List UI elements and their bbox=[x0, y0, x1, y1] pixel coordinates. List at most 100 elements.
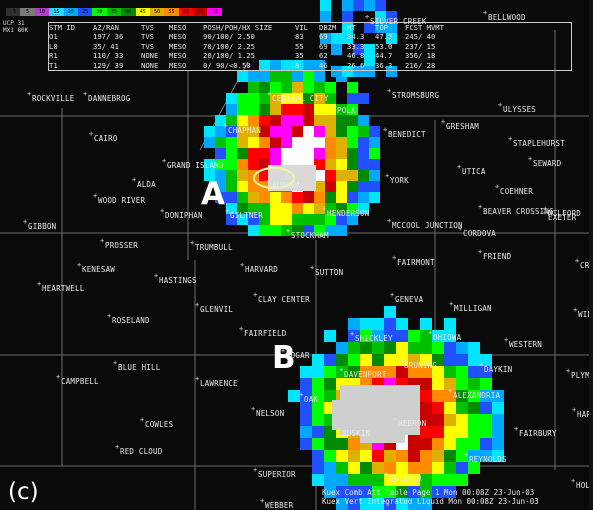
radar-cell bbox=[215, 170, 226, 181]
town-label: RUSKIN bbox=[337, 425, 370, 438]
radar-cell bbox=[281, 192, 292, 203]
radar-cell bbox=[314, 148, 325, 159]
radar-cell bbox=[281, 82, 292, 93]
radar-cell bbox=[408, 450, 420, 462]
radar-cell bbox=[353, 44, 364, 55]
radar-cell bbox=[432, 426, 444, 438]
radar-cell bbox=[259, 60, 270, 71]
town-label: BENEDICT bbox=[383, 126, 426, 139]
town-label: DONIPHAN bbox=[160, 207, 203, 220]
town-label: WEBBER bbox=[260, 497, 293, 510]
radar-cell bbox=[372, 450, 384, 462]
radar-cell bbox=[325, 170, 336, 181]
table-cell: POSH/POH/HX SIZE bbox=[203, 23, 273, 32]
radar-cell bbox=[347, 214, 358, 225]
radar-cell bbox=[270, 115, 281, 126]
radar-cell bbox=[270, 148, 281, 159]
radar-cell bbox=[444, 354, 456, 366]
radar-cell bbox=[303, 126, 314, 137]
radar-cell bbox=[259, 115, 270, 126]
town-label: RED CLOUD bbox=[115, 443, 162, 456]
radar-cell bbox=[432, 414, 444, 426]
radar-cell bbox=[348, 342, 360, 354]
radar-cell bbox=[456, 462, 468, 474]
radar-cell bbox=[331, 66, 342, 77]
radar-cell bbox=[314, 82, 325, 93]
radar-cell bbox=[314, 192, 325, 203]
town-label: SUTTON bbox=[310, 264, 343, 277]
radar-cell bbox=[314, 60, 325, 71]
radar-cell bbox=[281, 115, 292, 126]
radar-cell bbox=[347, 137, 358, 148]
radar-cell bbox=[375, 0, 386, 11]
radar-cell bbox=[259, 104, 270, 115]
radar-cell bbox=[303, 148, 314, 159]
radar-cell bbox=[303, 82, 314, 93]
radar-cell bbox=[204, 137, 215, 148]
radar-cell bbox=[372, 486, 384, 498]
radar-cell bbox=[248, 181, 259, 192]
table-cell: TVS bbox=[141, 41, 154, 51]
table-cell: L0 bbox=[49, 41, 58, 51]
colorbar-swatch: 10 bbox=[34, 8, 50, 16]
radar-cell bbox=[300, 402, 312, 414]
radar-cell bbox=[270, 159, 281, 170]
radar-cell bbox=[408, 486, 420, 498]
radar-cell bbox=[372, 462, 384, 474]
radar-cell bbox=[432, 378, 444, 390]
town-label: SUPERIOR bbox=[253, 466, 296, 479]
radar-cell bbox=[226, 181, 237, 192]
radar-cell bbox=[432, 390, 444, 402]
table-cell: 216/ 28 bbox=[405, 60, 436, 70]
table-cell: NONE bbox=[141, 60, 159, 70]
town-label: COWLES bbox=[140, 416, 173, 429]
radar-cell bbox=[353, 66, 364, 77]
radar-cell bbox=[396, 450, 408, 462]
radar-cell bbox=[420, 450, 432, 462]
radar-cell bbox=[347, 181, 358, 192]
radar-cell bbox=[303, 115, 314, 126]
radar-cell bbox=[336, 450, 348, 462]
radar-cell bbox=[324, 354, 336, 366]
table-cell: 35 bbox=[295, 51, 304, 61]
radar-cell bbox=[314, 71, 325, 82]
radar-cell bbox=[347, 159, 358, 170]
radar-cell bbox=[420, 342, 432, 354]
radar-cell bbox=[420, 462, 432, 474]
radar-cell bbox=[456, 378, 468, 390]
radar-cell bbox=[360, 450, 372, 462]
radar-cell bbox=[444, 414, 456, 426]
table-cell: VIL bbox=[295, 23, 308, 32]
radar-cell bbox=[420, 318, 432, 330]
town-label: GENEVA bbox=[390, 291, 423, 304]
radar-cell bbox=[204, 170, 215, 181]
radar-cell bbox=[248, 137, 259, 148]
radar-cell bbox=[215, 126, 226, 137]
radar-cell bbox=[325, 82, 336, 93]
radar-cell bbox=[324, 474, 336, 486]
table-cell: 36.3 bbox=[375, 60, 393, 70]
radar-cell bbox=[369, 192, 380, 203]
radar-cell bbox=[360, 354, 372, 366]
radar-cell bbox=[396, 330, 408, 342]
table-cell: MESO bbox=[169, 23, 187, 32]
radar-cell bbox=[336, 192, 347, 203]
radar-cell bbox=[420, 438, 432, 450]
radar-cell bbox=[364, 66, 375, 77]
radar-cell bbox=[324, 438, 336, 450]
radar-cell bbox=[215, 137, 226, 148]
radar-cell bbox=[444, 438, 456, 450]
radar-cell bbox=[369, 181, 380, 192]
radar-cell bbox=[314, 137, 325, 148]
radar-cell bbox=[336, 137, 347, 148]
radar-cell bbox=[248, 82, 259, 93]
radar-cell bbox=[358, 170, 369, 181]
radar-cell bbox=[292, 126, 303, 137]
radar-cell bbox=[369, 159, 380, 170]
radar-cell bbox=[358, 159, 369, 170]
radar-cell bbox=[215, 148, 226, 159]
table-cell: 62 bbox=[319, 51, 328, 61]
radar-cell bbox=[369, 148, 380, 159]
